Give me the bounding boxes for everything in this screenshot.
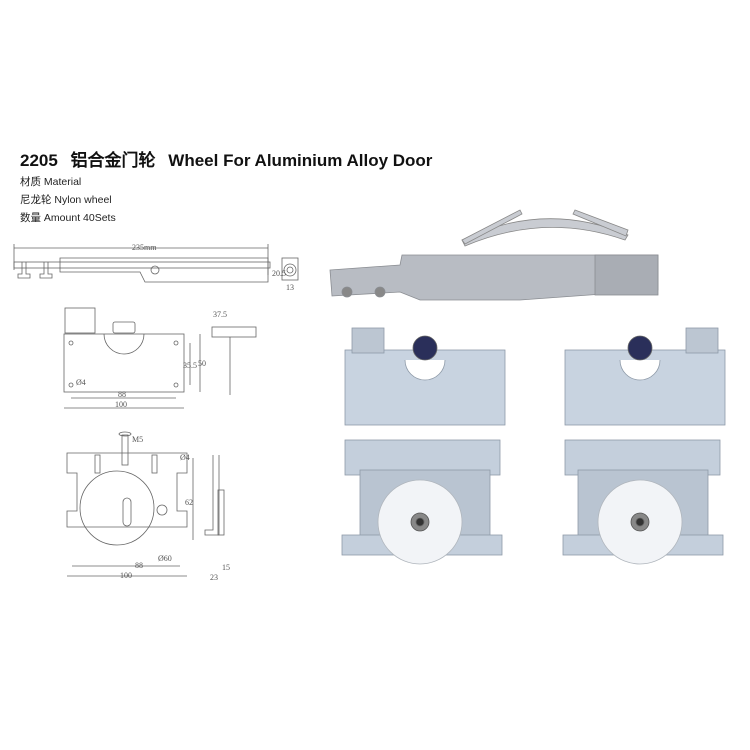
dim-inner-height: 35.5 <box>183 361 197 370</box>
dim-wheel-width: 15 <box>222 563 230 572</box>
dim-width: 100 <box>120 571 132 580</box>
rail-photo <box>329 254 659 301</box>
dim-length: 235mm <box>132 243 157 252</box>
wheel-assembly-right <box>562 327 726 565</box>
dim-height: 20.5 <box>272 269 286 278</box>
dim-height: 50 <box>198 359 206 368</box>
rail-drawing: 235mm 20.5 13 <box>13 243 299 292</box>
title-en: Wheel For Aluminium Alloy Door <box>168 151 433 170</box>
dim-wheel-dia: Ø60 <box>158 554 172 563</box>
dim-depth: 23 <box>210 573 218 582</box>
model-number: 2205 <box>20 151 58 170</box>
wheel-drawing: M5 Ø4 62 Ø60 88 100 15 23 <box>66 431 230 582</box>
dim-side: 37.5 <box>213 310 227 319</box>
dim-hole: Ø4 <box>180 453 190 462</box>
page-title: 2205 铝合金门轮 Wheel For Aluminium Alloy Doo… <box>20 146 440 171</box>
spring-clip-photo <box>461 209 629 247</box>
spec-amount: 数量 Amount 40Sets <box>20 212 116 224</box>
spec-material: 材质 Material <box>20 176 82 188</box>
spec-wheel: 尼龙轮 Nylon wheel <box>20 194 112 206</box>
dim-hole-spacing: 88 <box>118 390 126 399</box>
plate-drawing: 88 100 Ø4 35.5 50 37.5 <box>63 307 257 409</box>
dim-width: 100 <box>115 400 127 409</box>
wheel-assembly-left <box>341 327 506 565</box>
dim-width: 13 <box>286 283 294 292</box>
dim-screw: M5 <box>132 435 143 444</box>
dim-height: 62 <box>185 498 193 507</box>
dim-hole: Ø4 <box>76 378 86 387</box>
dim-hole-spacing: 88 <box>135 561 143 570</box>
title-cn: 铝合金门轮 <box>70 151 156 170</box>
